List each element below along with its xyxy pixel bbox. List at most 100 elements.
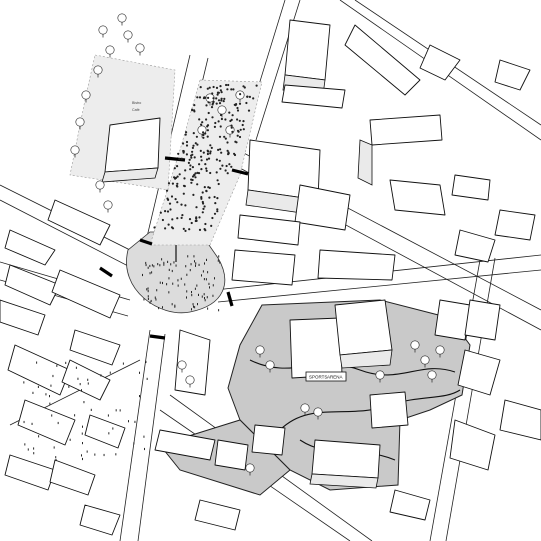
park-tree-dot — [171, 218, 174, 221]
park-tree-dot — [202, 131, 205, 134]
person-mark — [115, 409, 117, 412]
person-mark — [149, 272, 151, 275]
park-tree-dot — [170, 195, 174, 198]
park-tree-dot — [198, 118, 201, 121]
person-mark — [201, 295, 203, 298]
park-tree-dot — [205, 158, 209, 161]
person-mark — [65, 361, 67, 364]
crosswalk-icon — [149, 334, 166, 340]
person-mark — [82, 457, 83, 461]
park-tree-dot — [188, 218, 192, 221]
park-tree-dot — [185, 131, 188, 134]
tree-icon — [420, 355, 430, 368]
person-mark — [161, 258, 163, 261]
building-south-2 — [154, 429, 216, 461]
person-mark — [51, 414, 53, 417]
park-tree-dot — [247, 109, 251, 112]
park-tree-dot — [180, 203, 183, 206]
park-tree-dot — [215, 171, 218, 174]
park-tree-dot — [200, 123, 203, 126]
person-mark — [197, 303, 198, 306]
person-mark — [107, 414, 109, 417]
person-mark — [187, 255, 189, 258]
park-tree-dot — [196, 143, 199, 146]
park-tree-dot — [213, 125, 216, 128]
park-tree-dot — [206, 135, 209, 138]
person-mark — [55, 458, 57, 462]
person-mark — [198, 293, 199, 296]
building-north-5 — [494, 59, 531, 91]
person-mark — [206, 258, 207, 261]
park-tree-dot — [182, 227, 185, 230]
person-mark — [115, 453, 117, 456]
building-ne-3 — [451, 174, 491, 201]
park-tree-dot — [166, 210, 170, 213]
park-tree-dot — [201, 200, 204, 204]
park-tree-dot — [222, 100, 225, 103]
person-mark — [195, 264, 196, 267]
person-mark — [32, 391, 34, 394]
tree-icon — [98, 25, 108, 38]
person-mark — [139, 395, 140, 398]
park-tree-dot — [200, 159, 203, 162]
park-tree-dot — [216, 208, 219, 211]
park-tree-dot — [238, 135, 242, 139]
person-mark — [194, 260, 195, 263]
tree-icon — [255, 345, 265, 358]
person-mark — [168, 268, 170, 271]
person-mark — [151, 264, 153, 267]
person-mark — [49, 402, 51, 405]
tree-icon — [81, 90, 91, 103]
person-mark — [206, 296, 208, 299]
park-tree-dot — [185, 144, 189, 147]
park-tree-dot — [193, 156, 196, 159]
building-north-3 — [344, 24, 421, 96]
park-tree-dot — [205, 118, 208, 121]
park-tree-dot — [167, 198, 170, 201]
park-tree-dot — [192, 193, 195, 196]
park-tree-dot — [207, 101, 210, 104]
building-central-4 — [231, 249, 296, 286]
person-mark — [74, 414, 76, 417]
tree-icon — [313, 407, 323, 420]
park-tree-dot — [211, 216, 214, 220]
park-tree-dot — [243, 86, 246, 89]
person-mark — [194, 306, 196, 309]
park-tree-dot — [206, 149, 209, 152]
person-mark — [133, 442, 135, 445]
person-mark — [218, 255, 220, 258]
building-sw-1 — [7, 344, 71, 396]
park-tree-dot — [226, 88, 229, 91]
park-tree-dot — [234, 140, 237, 143]
person-mark — [57, 421, 59, 425]
park-tree-dot — [224, 137, 227, 140]
park-tree-dot — [198, 216, 201, 219]
park-tree-dot — [182, 150, 185, 153]
person-mark — [52, 374, 54, 378]
park-tree-dot — [236, 106, 239, 110]
crosswalk-icon — [99, 266, 113, 278]
person-mark — [55, 456, 57, 459]
arena-sign: SPORTS ARENA — [305, 371, 347, 382]
person-mark — [56, 364, 58, 367]
park-tree-dot — [183, 185, 186, 188]
park-tree-dot — [226, 172, 229, 175]
building-west-1 — [47, 199, 111, 246]
person-mark — [145, 263, 147, 267]
person-mark — [172, 282, 174, 285]
person-mark — [158, 307, 160, 310]
park-tree-dot — [236, 134, 239, 137]
building-north-4 — [419, 44, 461, 81]
park-tree-dot — [164, 227, 167, 230]
park-tree-dot — [190, 221, 193, 225]
park-tree-dot — [193, 109, 196, 112]
park-tree-dot — [219, 85, 222, 88]
park-tree-dot — [189, 168, 192, 171]
person-mark — [167, 260, 169, 263]
park-tree-dot — [178, 173, 181, 176]
park-tree-dot — [233, 153, 237, 157]
person-mark — [75, 366, 77, 369]
person-mark — [202, 270, 204, 273]
park-tree-dot — [200, 168, 203, 171]
park-tree-dot — [176, 165, 179, 168]
